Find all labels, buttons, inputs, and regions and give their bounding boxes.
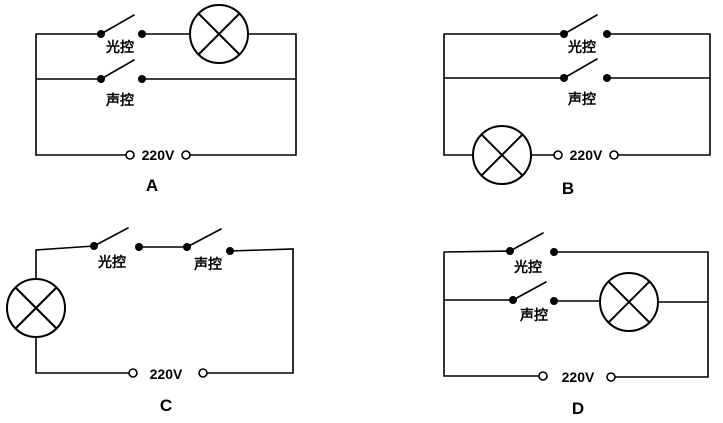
circuit-a-light-switch-label: 光控 — [105, 39, 134, 56]
circuit-a-wires — [35, 33, 297, 156]
circuit-d-light-switch-label: 光控 — [513, 259, 542, 276]
circuit-d: 光控 声控 220V D — [443, 232, 709, 418]
circuit-b-terminal-right — [609, 150, 619, 160]
circuit-c-sound-switch — [183, 228, 234, 255]
circuit-c-lamp — [6, 278, 66, 338]
option-c-label: C — [160, 396, 172, 415]
circuit-b-light-switch — [560, 14, 611, 38]
circuit-b-lamp — [472, 125, 532, 185]
circuit-a-terminal-left — [125, 150, 135, 160]
option-a-label: A — [146, 176, 158, 195]
circuit-d-light-switch — [506, 232, 558, 256]
circuit-c-voltage-label: 220V — [150, 366, 183, 382]
circuit-a-light-switch — [97, 14, 146, 38]
circuit-d-voltage-label: 220V — [562, 369, 595, 385]
circuit-b-sound-switch — [560, 58, 611, 82]
circuit-a-sound-switch — [97, 59, 146, 83]
circuit-c-terminal-left — [128, 368, 138, 378]
circuit-a: 光控 声控 220V A — [35, 4, 297, 195]
circuit-a-lamp — [189, 4, 249, 64]
circuit-a-voltage-label: 220V — [142, 147, 175, 163]
circuit-c-light-switch — [90, 227, 143, 251]
circuit-c-wires — [35, 245, 294, 374]
circuit-d-wires — [443, 250, 709, 378]
circuit-c: 光控 声控 220V C — [6, 227, 294, 415]
circuit-c-terminal-right — [198, 368, 208, 378]
circuit-d-lamp — [599, 272, 659, 332]
circuit-d-sound-switch — [509, 281, 558, 305]
circuit-b-wires — [443, 33, 711, 156]
circuit-d-terminal-left — [538, 371, 548, 381]
circuit-c-light-switch-label: 光控 — [97, 254, 126, 271]
circuit-b-voltage-label: 220V — [570, 147, 603, 163]
circuit-a-sound-switch-label: 声控 — [105, 92, 134, 109]
circuit-d-terminal-right — [606, 372, 616, 382]
circuit-d-sound-switch-label: 声控 — [519, 307, 548, 324]
circuit-a-terminal-right — [181, 150, 191, 160]
circuit-b-terminal-left — [553, 150, 563, 160]
circuit-b-sound-switch-label: 声控 — [567, 91, 596, 108]
circuit-b-light-switch-label: 光控 — [567, 39, 596, 56]
option-b-label: B — [562, 179, 574, 198]
circuit-b: 光控 声控 220V B — [443, 14, 711, 198]
circuit-c-sound-switch-label: 声控 — [193, 256, 222, 273]
option-d-label: D — [572, 399, 584, 418]
